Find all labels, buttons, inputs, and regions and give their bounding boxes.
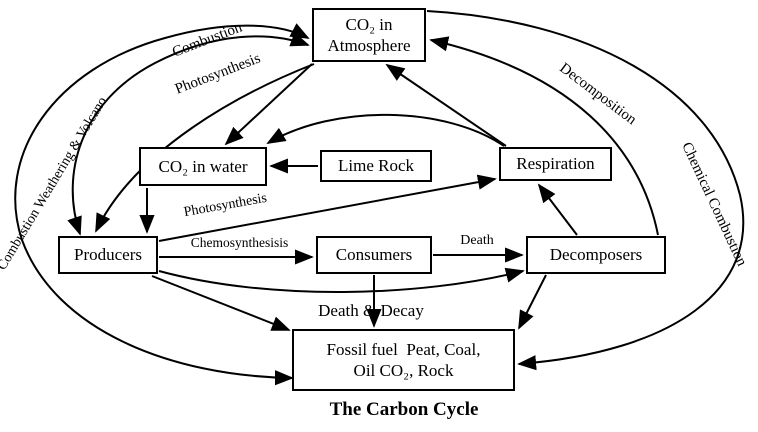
edge-producers-respiration-photosynthesis: [158, 174, 497, 242]
node-decomposers-label: Decomposers: [549, 245, 643, 265]
edge-atmosphere-fossil-outer-right: [426, 10, 745, 371]
edge-producers-atmosphere-combustion: [67, 31, 310, 236]
edge-fossil-atmosphere-outer-left: [14, 23, 310, 386]
edge-decomposers-respiration: [537, 183, 578, 236]
node-fossil-fuel-line2: Oil CO₂, Rock: [353, 361, 454, 380]
node-respiration-label: Respiration: [516, 154, 595, 174]
edge-producers-decomposers: [158, 267, 525, 293]
node-lime-rock-label: Lime Rock: [337, 156, 414, 176]
node-co2-water-label: CO₂ in water: [158, 156, 248, 176]
node-co2-water: CO₂ in water: [139, 147, 267, 186]
node-consumers-label: Consumers: [335, 245, 413, 265]
node-co2-atmosphere: CO₂ in Atmosphere: [312, 8, 426, 62]
node-respiration: Respiration: [499, 147, 612, 181]
diagram-title: The Carbon Cycle: [329, 399, 479, 420]
edge-atmosphere-co2water: [224, 63, 313, 146]
node-producers: Producers: [58, 236, 158, 274]
edge-label-death-decay: Death & Decay: [318, 301, 424, 320]
node-co2-atmosphere-line1: CO₂ in: [345, 14, 393, 34]
edge-atmosphere-producers-photosynthesis: [95, 63, 315, 233]
node-producers-label: Producers: [74, 245, 142, 265]
edge-label-death: Death: [460, 233, 494, 248]
node-co2-atmosphere-line2: Atmosphere: [327, 36, 411, 55]
edge-decomposers-fossil: [518, 274, 547, 330]
node-fossil-fuel-line1: Fossil fuel Peat, Coal,: [326, 339, 481, 359]
edge-respiration-atmosphere: [385, 63, 507, 147]
edge-producers-fossil: [151, 275, 291, 331]
edge-decomposers-atmosphere-decomposition: [429, 36, 659, 236]
edge-respiration-co2water: [266, 113, 505, 147]
node-decomposers: Decomposers: [526, 236, 666, 274]
node-consumers: Consumers: [316, 236, 432, 274]
node-lime-rock: Lime Rock: [320, 150, 432, 182]
node-fossil-fuel: Fossil fuel Peat, Coal, Oil CO₂, Rock: [292, 329, 515, 391]
edge-label-chemosynthesis: Chemosynthesisis: [190, 235, 289, 250]
